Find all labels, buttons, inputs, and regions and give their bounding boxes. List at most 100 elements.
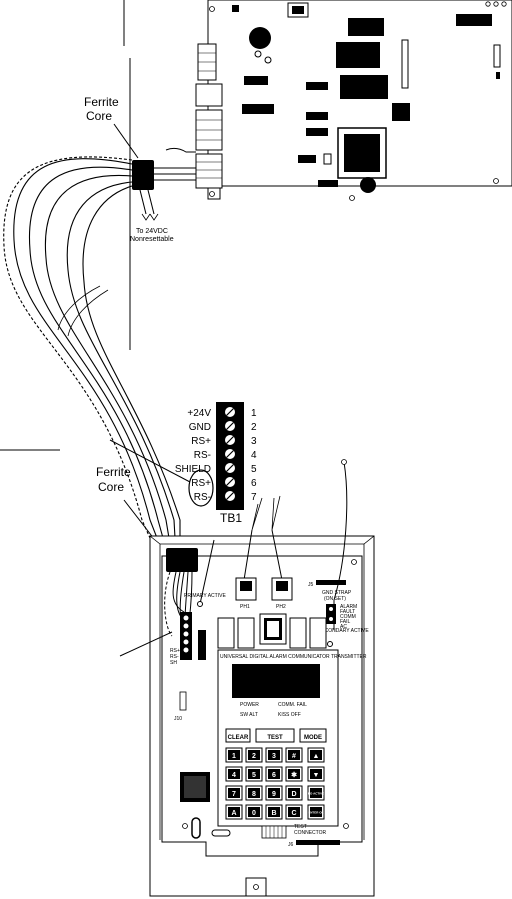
left-strip-label-1: RS+ [170, 648, 180, 654]
key-label: # [292, 753, 296, 760]
key-label: 0 [252, 810, 256, 817]
key-label: 4 [232, 772, 236, 779]
tb1-terminal-number: 1 [251, 408, 257, 419]
keypad-key-button[interactable]: ✱ [285, 766, 303, 782]
secondary-active-led [327, 641, 333, 647]
right-strip-label-2: FAULT [340, 609, 355, 615]
keypad-key-button[interactable]: 7 [225, 785, 243, 801]
keypad-key-button[interactable]: ENTER OK [307, 804, 325, 820]
keypad-key-button[interactable]: B [265, 804, 283, 820]
key-clear-button[interactable]: CLEAR [225, 728, 251, 743]
key-label: ENTER OK [308, 811, 324, 815]
keypad-key-button[interactable]: D [285, 785, 303, 801]
secondary-active-label: SECONDARY ACTIVE [318, 628, 369, 634]
cable-bundle [3, 156, 181, 557]
tb1-terminal-name: SHIELD [175, 464, 211, 475]
right-strip-label-4: FAIL [340, 619, 351, 625]
keypad-key-button[interactable]: 1 [225, 747, 243, 763]
key-label: 3 [272, 753, 276, 760]
key-label: 6 [272, 772, 276, 779]
ph2-label: PH2 [276, 604, 286, 610]
right-strip-label-3: COMM [340, 614, 356, 620]
key-label: D [291, 791, 296, 798]
keypad-key-button[interactable]: 0 [245, 804, 263, 820]
power-note-line-2: Nonresettable [130, 236, 174, 243]
j10-header [179, 691, 187, 711]
keypad-key-button[interactable]: C [285, 804, 303, 820]
ferrite-core-label-top-1: Ferrite [84, 95, 119, 109]
keypad-key-button[interactable]: 8 [245, 785, 263, 801]
keypad-key-button[interactable]: NO ACTIVE [307, 785, 325, 801]
annunciator-wiring [119, 461, 348, 657]
strap-note-2: (ON SET) [324, 596, 346, 602]
j5-header [316, 580, 346, 585]
key-label: NO ACTIVE [308, 792, 324, 796]
keypad-key-button[interactable]: 2 [245, 747, 263, 763]
right-strip-label-5: AC [340, 624, 347, 630]
status-sw-alt: SW ALT [240, 712, 258, 718]
ferrite-core-icon [166, 548, 198, 572]
terminal-screw-icon [225, 477, 235, 487]
keypad-key-button[interactable]: 3 [265, 747, 283, 763]
keypad-key-button[interactable]: 6 [265, 766, 283, 782]
leader-line [109, 439, 191, 483]
test-connector-label-1: TEST [294, 824, 307, 830]
leader-line [113, 123, 139, 159]
tb1-terminal-number: 5 [251, 464, 257, 475]
j10-label: J10 [174, 716, 182, 722]
status-kiss-off: KISS OFF [278, 712, 301, 718]
tb1-terminal-name: RS- [194, 492, 211, 503]
ferrite-core-label-top-2: Core [86, 109, 112, 123]
j5-label: J5 [308, 582, 314, 588]
key-label: CLEAR [228, 735, 249, 741]
test-connector-label-2: CONNECTOR [294, 830, 327, 836]
left-strip-label-3: SH [170, 660, 177, 666]
left-strip-label-2: RS- [170, 654, 179, 660]
key-label: ✱ [291, 771, 297, 779]
ferrite-core-icon [132, 160, 154, 190]
key-test-button[interactable]: TEST [255, 728, 295, 743]
terminal-screw-icon [225, 435, 235, 445]
tb1-terminal-number: 3 [251, 436, 257, 447]
key-label: A [231, 810, 236, 817]
tb1-terminal-name: RS+ [191, 436, 211, 447]
terminal-screw-icon [225, 491, 235, 501]
keypad-key-button[interactable]: 9 [265, 785, 283, 801]
keypad-key-button[interactable]: ▼ [307, 766, 325, 782]
tb1-terminal-name: RS+ [191, 478, 211, 489]
terminal-screw-icon [225, 421, 235, 431]
panel-header-text: UNIVERSAL DIGITAL ALARM COMMUNICATOR TRA… [220, 654, 367, 660]
control-panel-board [123, 0, 512, 350]
key-label: C [291, 810, 296, 817]
tb1-terminal-number: 2 [251, 422, 257, 433]
key-label: 9 [272, 791, 276, 798]
keypad-key-button[interactable]: 4 [225, 766, 243, 782]
key-mode-button[interactable]: MODE [299, 728, 327, 743]
tb1-terminal-number: 4 [251, 450, 257, 461]
keypad-key-button[interactable]: ▲ [307, 747, 325, 763]
primary-active-label: PRIMARY ACTIVE [184, 593, 226, 599]
ferrite-core-label-bottom-2: Core [98, 480, 124, 494]
j6-label: J6 [288, 842, 294, 848]
right-strip-label-1: ALARM [340, 604, 357, 610]
key-label: MODE [304, 735, 322, 741]
key-label: 1 [232, 753, 236, 760]
phone-jack-icon [235, 577, 257, 601]
ph1-label: PH1 [240, 604, 250, 610]
terminal-screw-icon [225, 463, 235, 473]
keypad-key-button[interactable]: 5 [245, 766, 263, 782]
relay-components [217, 613, 327, 649]
keypad-key-button[interactable]: # [285, 747, 303, 763]
test-connector [261, 825, 340, 845]
keypad-key-button[interactable]: A [225, 804, 243, 820]
terminal-screw-icon [225, 407, 235, 417]
key-label: ▲ [313, 753, 320, 760]
key-label: TEST [267, 735, 283, 741]
terminal-screw-icon [225, 449, 235, 459]
tb1-terminal-number: 7 [251, 492, 257, 503]
tb1-terminal-number: 6 [251, 478, 257, 489]
strap-note-1: GND STRAP [322, 590, 352, 596]
tb1-terminal-name: +24V [187, 408, 211, 419]
